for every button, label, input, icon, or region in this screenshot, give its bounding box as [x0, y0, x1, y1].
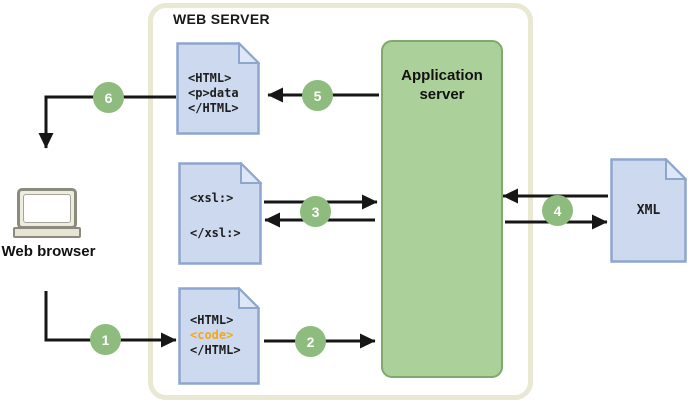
document-icon	[178, 162, 262, 265]
document-html-code: <HTML> <code> </HTML>	[178, 287, 260, 385]
document-icon	[178, 287, 260, 385]
document-icon	[610, 158, 687, 263]
xml-label: XML	[636, 203, 661, 218]
code-line: <HTML>	[188, 71, 232, 85]
step-2-badge: 2	[295, 326, 326, 357]
application-server-label-line1: Application	[401, 67, 483, 84]
code-line: </HTML>	[188, 101, 239, 115]
arrow-step-1	[44, 291, 177, 348]
code-line: <p>data	[188, 86, 239, 100]
code-line-highlighted: <code>	[190, 328, 234, 342]
document-icon	[176, 42, 260, 135]
step-5-badge: 5	[302, 80, 333, 111]
laptop-screen	[23, 194, 71, 223]
step-6-badge: 6	[93, 82, 124, 113]
code-line: <HTML>	[190, 313, 234, 327]
document-xml-data: XML	[610, 158, 687, 263]
web-server-label: WEB SERVER	[173, 11, 270, 27]
application-server-label: Application server	[383, 66, 501, 104]
code-line: </HTML>	[190, 343, 241, 357]
web-browser-label: Web browser	[1, 243, 96, 260]
laptop-base	[13, 227, 81, 238]
step-1-badge: 1	[90, 324, 121, 355]
step-3-badge: 3	[300, 196, 331, 227]
application-server-label-line2: server	[419, 86, 465, 103]
arrow-step-6	[38, 95, 176, 149]
code-line: </xsl:>	[190, 226, 241, 240]
web-browser-icon	[17, 188, 77, 229]
document-xsl-stylesheet: <xsl:> </xsl:>	[178, 162, 262, 265]
application-server-box: Application server	[381, 40, 503, 378]
code-line: <xsl:>	[190, 191, 234, 205]
document-html-response: <HTML> <p>data </HTML>	[176, 42, 260, 135]
step-4-badge: 4	[542, 195, 573, 226]
